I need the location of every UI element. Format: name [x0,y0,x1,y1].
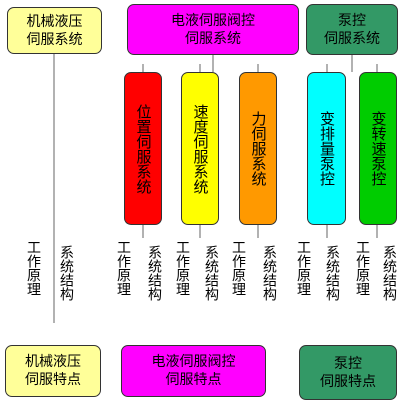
force-system-structure: 系统结构 [261,245,277,301]
speed-system-structure: 系统结构 [203,245,219,301]
position-system-structure: 系统结构 [146,245,162,301]
electrohydraulic-valve-servo-features: 电液伺服阀控 伺服特点 [121,345,266,397]
mech-system-structure: 系统结构 [58,245,74,301]
speed-working-principle: 工作原理 [174,240,190,296]
mech-hydraulic-servo-features: 机械液压 伺服特点 [5,345,101,397]
var-disp-system-structure: 系统结构 [324,245,340,301]
pump-control-servo-features: 泵控 伺服特点 [299,345,397,400]
var-speed-working-principle: 工作原理 [354,240,370,296]
variable-speed-pump-control: 变转速泵控 [359,72,397,225]
var-speed-system-structure: 系统结构 [381,245,397,301]
var-disp-working-principle: 工作原理 [295,240,311,296]
position-servo-system: 位置伺服系统 [124,72,162,225]
force-working-principle: 工作原理 [230,240,246,296]
speed-servo-system: 速度伺服系统 [181,72,219,225]
mech-working-principle: 工作原理 [25,240,41,296]
position-working-principle: 工作原理 [115,240,131,296]
force-servo-system: 力伺服系统 [239,72,277,225]
mech-hydraulic-servo-system: 机械液压 伺服系统 [7,7,102,54]
variable-displacement-pump-control: 变排量泵控 [307,72,346,225]
electrohydraulic-valve-servo-system: 电液伺服阀控 伺服系统 [127,4,299,55]
pump-control-servo-system: 泵控 伺服系统 [306,4,398,55]
